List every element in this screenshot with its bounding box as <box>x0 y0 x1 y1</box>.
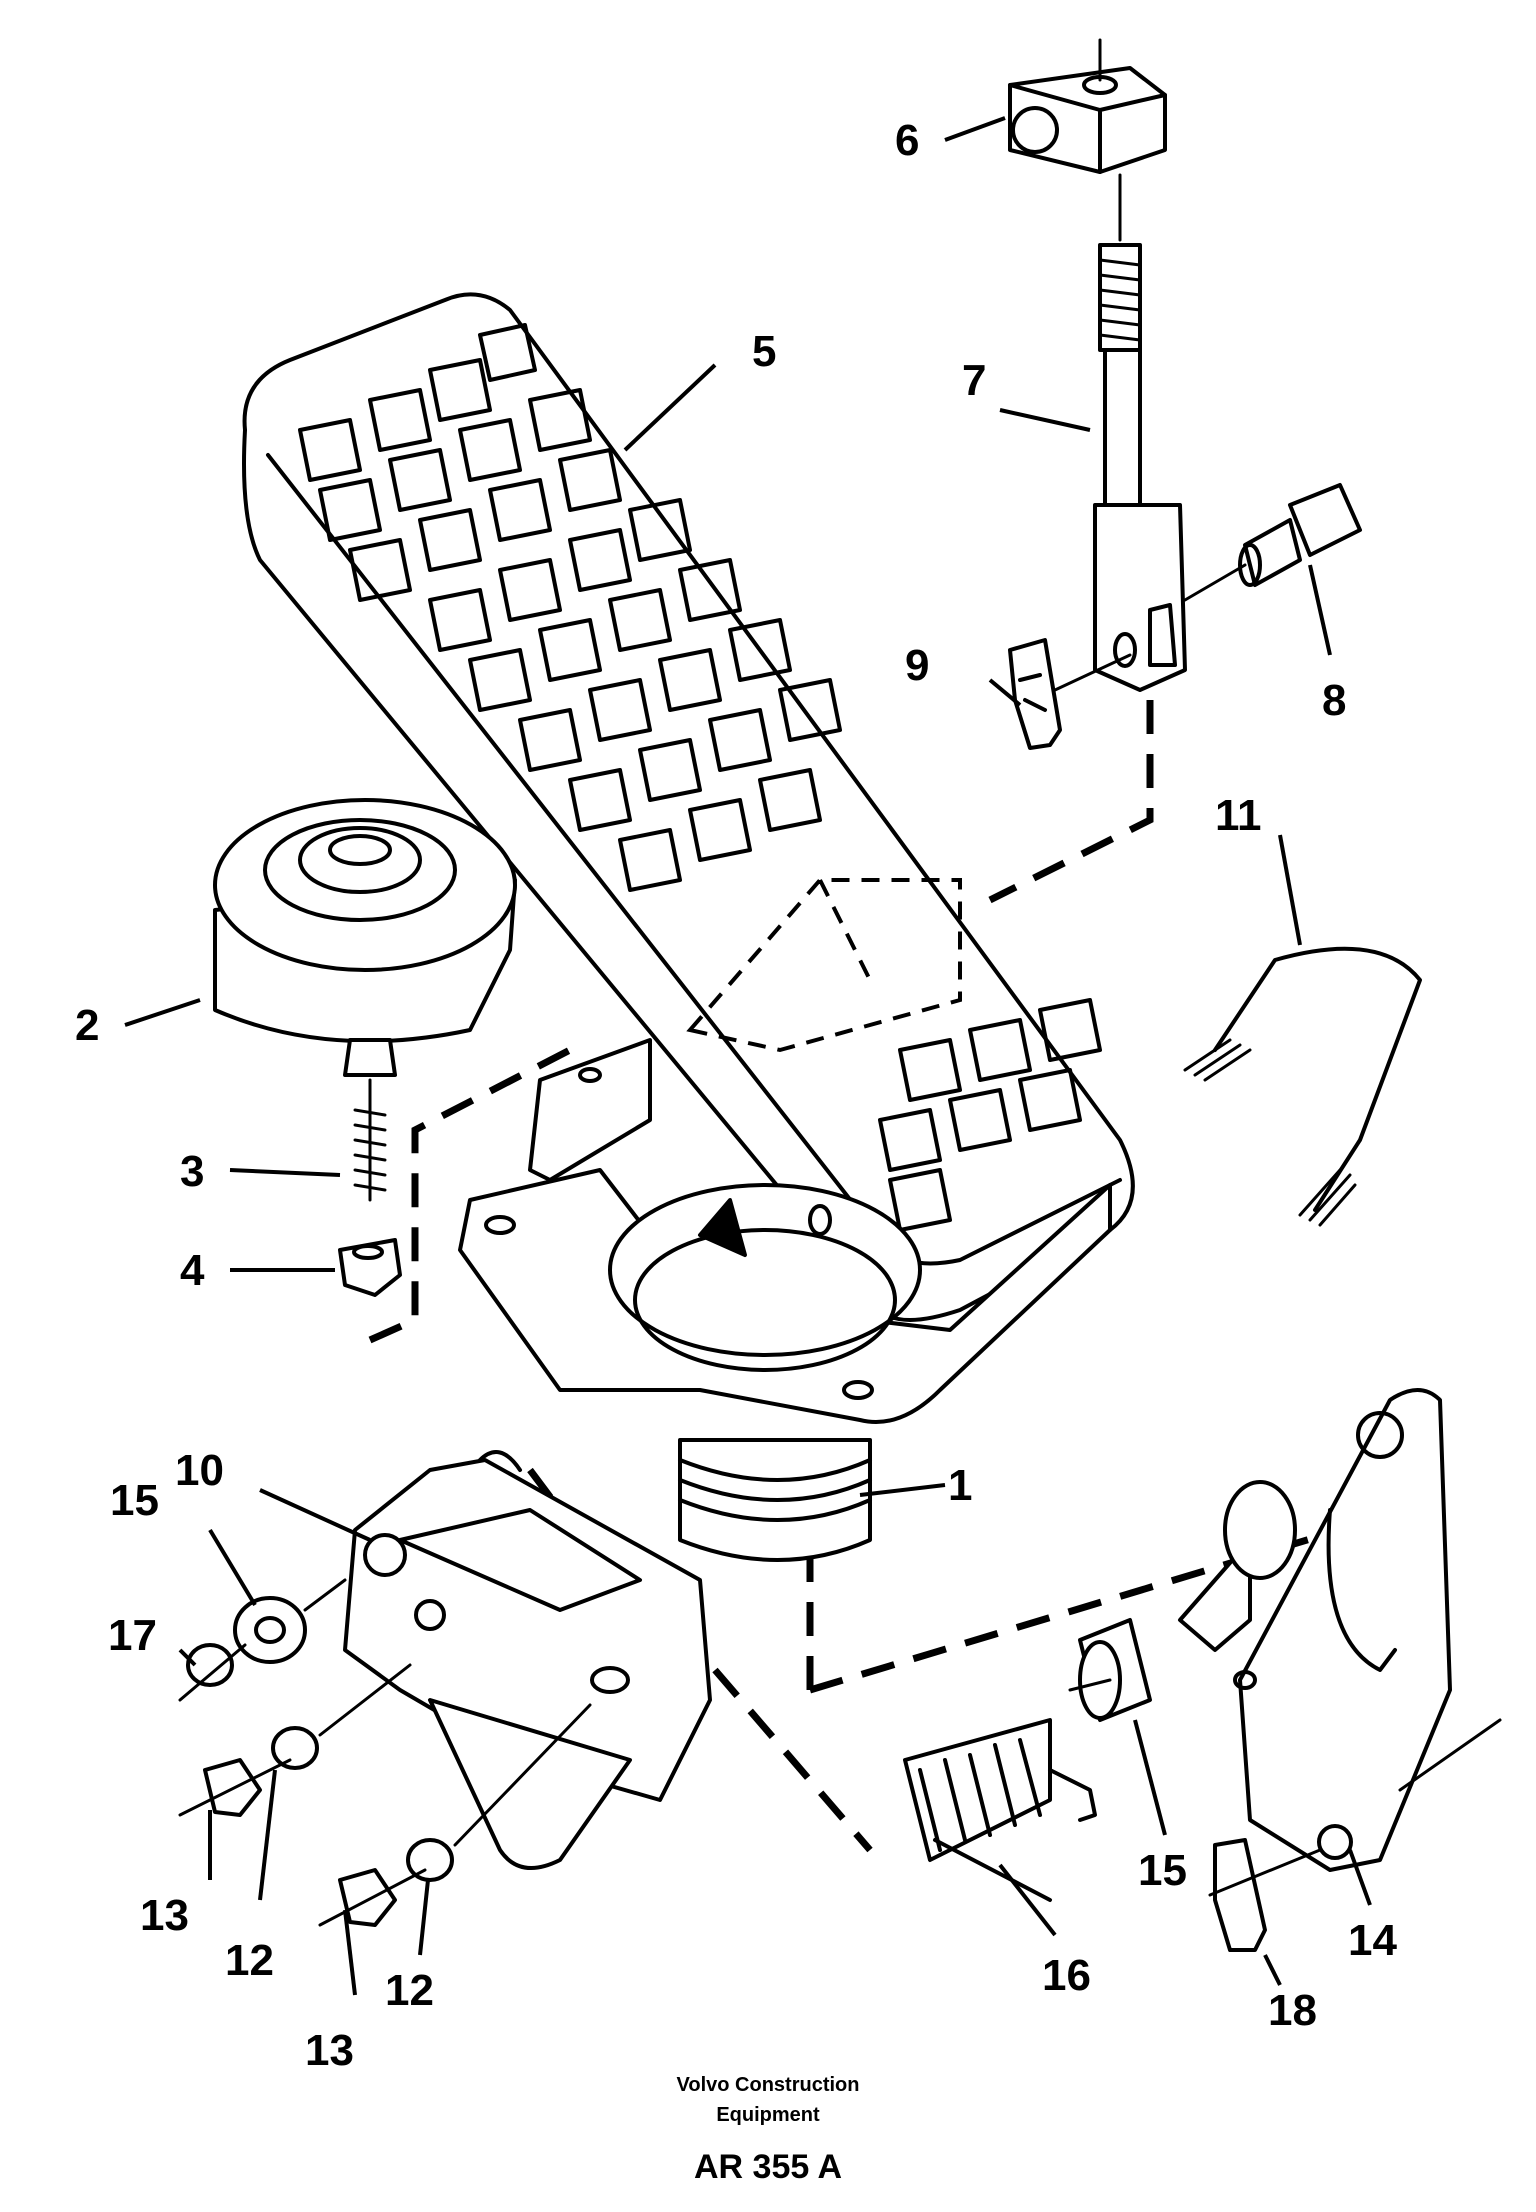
callout-12-lower: 12 <box>385 1966 434 2015</box>
company-caption: Volvo Construction Equipment <box>0 2070 1536 2130</box>
part-17-washer <box>178 1643 247 1702</box>
company-line-1: Volvo Construction <box>676 2074 860 2096</box>
callout-2: 2 <box>75 1001 99 1050</box>
callout-12-upper: 12 <box>225 1936 274 1985</box>
part-11-cable <box>1183 946 1422 1227</box>
callout-4: 4 <box>180 1246 205 1295</box>
callout-7: 7 <box>962 356 986 405</box>
callout-5: 5 <box>752 327 776 376</box>
pedal-tread-pattern <box>298 323 1102 1232</box>
part-7-rod <box>1093 173 1187 692</box>
callout-15-right: 15 <box>1138 1846 1187 1895</box>
callout-16: 16 <box>1042 1951 1091 2000</box>
part-4-nut <box>338 1238 402 1297</box>
leader-lines <box>124 116 1372 1996</box>
part-15-bushing-right <box>1068 1618 1152 1722</box>
part-5-pedal <box>242 292 1135 1322</box>
callout-8: 8 <box>1322 676 1346 725</box>
callout-14: 14 <box>1348 1916 1397 1965</box>
callout-15-left: 15 <box>110 1476 159 1525</box>
company-line-2: Equipment <box>716 2104 820 2126</box>
callout-9: 9 <box>905 641 929 690</box>
part-14-lever <box>1178 1388 1502 1872</box>
part-3-bolt <box>343 1038 397 1202</box>
part-16-spring <box>903 1718 1097 1902</box>
part-12-washer-lower <box>406 1703 592 1882</box>
part-6-block <box>1008 38 1167 174</box>
callout-3: 3 <box>180 1147 204 1196</box>
part-10-bracket <box>343 1450 712 1870</box>
part-13-nut-upper <box>178 1758 292 1817</box>
part-18-clip <box>1208 1838 1322 1952</box>
callout-17: 17 <box>108 1611 157 1660</box>
part-15-washer-left <box>233 1578 347 1664</box>
part-1-base <box>458 1038 1112 1562</box>
assembly-line-rod-to-pedal <box>988 700 1154 904</box>
part-12-washer-upper <box>271 1663 412 1770</box>
part-2-bumper <box>213 798 517 1044</box>
callout-labels: 1 2 3 4 5 6 7 8 9 10 11 12 12 13 13 14 1… <box>75 116 1397 2075</box>
callout-11: 11 <box>1215 791 1262 840</box>
callout-13-upper: 13 <box>140 1891 189 1940</box>
assembly-line-spring <box>712 1667 873 1853</box>
callout-13-lower: 13 <box>305 2026 354 2075</box>
part-8-pin <box>1183 483 1362 602</box>
callout-6: 6 <box>895 116 919 165</box>
callout-18: 18 <box>1268 1986 1317 2035</box>
callout-10: 10 <box>175 1446 224 1495</box>
drawing-code: AR 355 A <box>693 2148 843 2186</box>
part-13-nut-lower <box>318 1868 427 1927</box>
assembly-line-bolt-to-base <box>368 1046 572 1344</box>
callout-1: 1 <box>948 1461 972 1510</box>
